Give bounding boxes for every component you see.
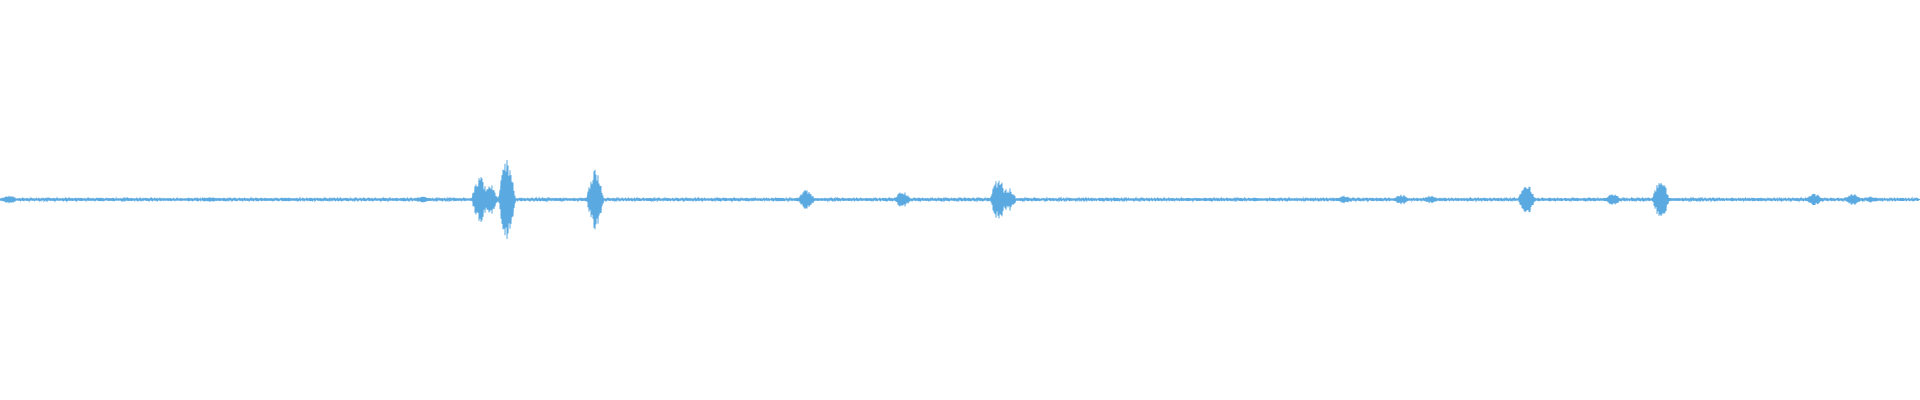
waveform-trace [0, 160, 1920, 239]
